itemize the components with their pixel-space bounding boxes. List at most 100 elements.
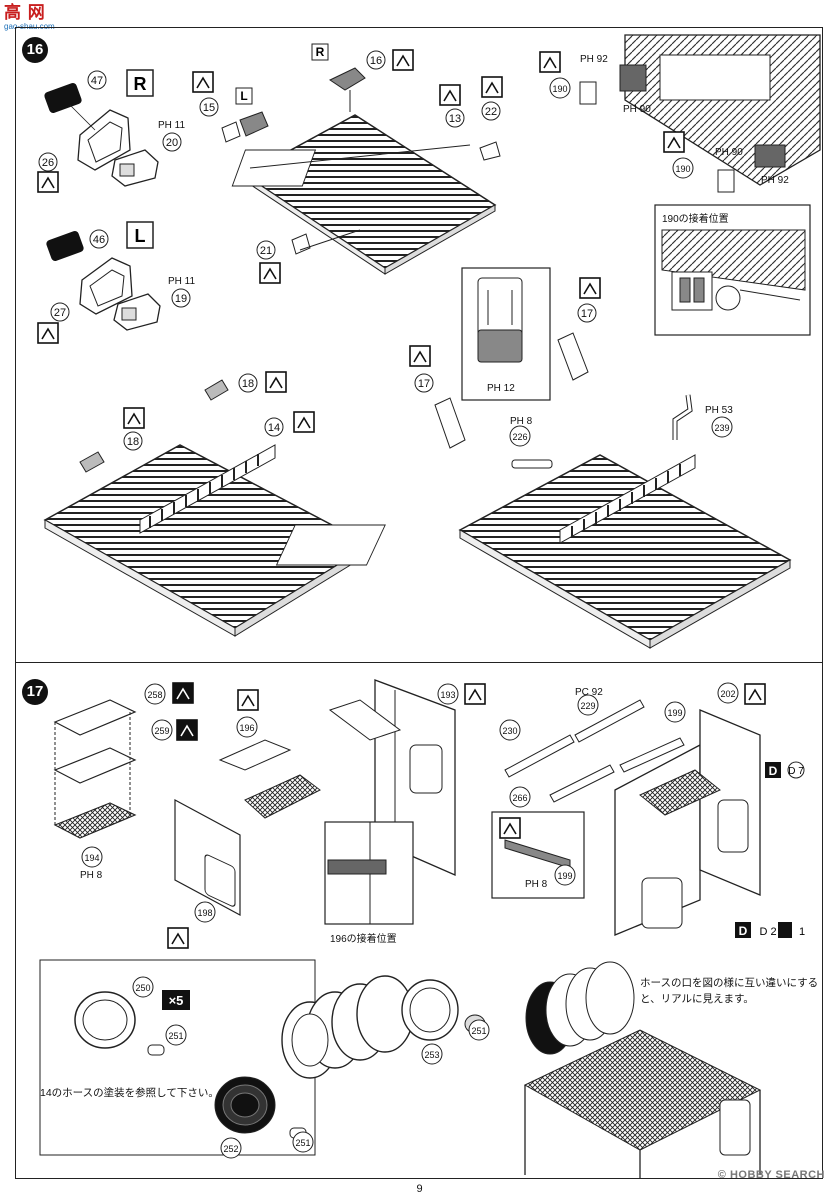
step16-group: 47 20 26 46 19 27 15 16 13 22 21 18 18 1…	[37, 34, 821, 649]
part-label: 252	[223, 1144, 238, 1154]
part-label: 239	[714, 423, 729, 433]
hose-realism-note: ホースの口を図の様に互い違いにすると、リアルに見えます。	[640, 977, 819, 1005]
lamp-assembly-left	[46, 230, 161, 331]
hose-paint-note: 14のホースの塗装を参照して下さい。	[40, 1087, 219, 1099]
step-divider	[15, 662, 823, 663]
part-label: 13	[449, 113, 461, 125]
part-label: 196	[239, 723, 254, 733]
inset-196-position	[324, 821, 414, 925]
side-panel-198	[174, 739, 321, 917]
page-number: 9	[416, 1183, 423, 1195]
cargo-deck-top	[221, 67, 501, 275]
step17-part-labels: 258 259 194 196 193 198 230 229 199 202 …	[81, 682, 739, 1159]
step16-part-labels: 47 20 26 46 19 27 15 16 13 22 21 18 18 1…	[38, 50, 733, 451]
svg-text:PH 11: PH 11	[168, 276, 195, 287]
part-label: 16	[370, 55, 382, 67]
multiplier-badge	[162, 990, 190, 1010]
cargo-deck-middle-left	[43, 379, 372, 637]
part-label: 202	[720, 689, 735, 699]
svg-text:PH 92: PH 92	[761, 175, 789, 186]
part-label: 230	[502, 726, 517, 736]
svg-text:D 2: D 2	[759, 926, 776, 938]
decal-markers: D D 7 D D 2 1	[735, 761, 805, 938]
svg-text:R: R	[316, 45, 325, 59]
svg-text:1: 1	[799, 926, 805, 938]
svg-text:PC 92: PC 92	[575, 687, 603, 698]
part-label: 199	[557, 871, 572, 881]
svg-text:PH 53: PH 53	[705, 405, 733, 416]
svg-text:L: L	[240, 89, 247, 103]
svg-text:PH 11: PH 11	[158, 120, 185, 131]
part-label: 19	[175, 293, 187, 305]
step-16-badge: 16	[22, 37, 48, 63]
part-label: 17	[581, 308, 593, 320]
site-url: gao-shau.com	[4, 22, 55, 31]
part-label: 26	[42, 157, 54, 169]
side-labels: R L L R	[126, 43, 329, 249]
site-logo: 高 网	[4, 3, 46, 22]
inset-190-caption: 190の接着位置	[662, 214, 729, 225]
hobby-search-watermark: © HOBBY SEARCH	[717, 1169, 825, 1181]
part-label: 259	[154, 726, 169, 736]
beams-group	[504, 699, 685, 803]
hose-reel-frame	[523, 961, 762, 1178]
site-watermark: 高 网 gao-shau.com	[4, 4, 84, 32]
svg-text:PH 8: PH 8	[80, 870, 103, 881]
part-label: 21	[260, 245, 272, 257]
instruction-frame	[15, 27, 823, 1179]
part-label: 258	[147, 690, 162, 700]
glue-icons-step17	[167, 682, 766, 949]
part-label: 22	[485, 106, 497, 118]
svg-text:PH 8: PH 8	[525, 879, 548, 890]
inset-196-caption: 196の接着位置	[330, 934, 397, 945]
part-label: 251	[168, 1031, 183, 1041]
svg-text:PH 12: PH 12	[487, 383, 515, 394]
svg-text:PH 90: PH 90	[715, 147, 743, 158]
part-label: 226	[512, 432, 527, 442]
svg-text:R: R	[134, 74, 147, 94]
svg-text:PH 8: PH 8	[510, 416, 533, 427]
part-label: 250	[135, 983, 150, 993]
part-label: 46	[93, 234, 105, 246]
hose-group	[39, 959, 486, 1156]
svg-text:PH 90: PH 90	[623, 104, 651, 115]
part-label: 251	[295, 1138, 310, 1148]
glue-icons-step16	[37, 49, 685, 433]
inset-190-position	[654, 204, 811, 336]
step17-paint-refs: PH 8 PC 92 PH 8	[80, 687, 603, 890]
part-label: 229	[580, 701, 595, 711]
cargo-deck-middle-right	[275, 332, 792, 649]
part-label: 47	[91, 75, 103, 87]
part-label: 17	[418, 378, 430, 390]
part-label: 199	[667, 708, 682, 718]
part-label: 251	[471, 1026, 486, 1036]
part-label: 20	[166, 137, 178, 149]
part-label: 14	[268, 422, 280, 434]
part-label: 253	[424, 1050, 439, 1060]
step16-paint-refs: PH 11 PH 11 PH 92 PH 90 PH 90 PH 92 PH 1…	[158, 54, 789, 427]
svg-text:L: L	[135, 226, 146, 246]
part-label: 266	[512, 793, 527, 803]
part-label: 190	[675, 164, 690, 174]
part-label: 198	[197, 908, 212, 918]
step-17-badge: 17	[22, 679, 48, 705]
step17-group: D D 7 D D 2 1	[39, 679, 805, 1178]
assembled-cabin	[614, 709, 761, 936]
inset-17-paint	[461, 267, 551, 401]
mesh-floor-stack	[53, 699, 137, 839]
lamp-assembly-right	[44, 82, 159, 187]
part-label: 18	[242, 378, 254, 390]
part-label: 15	[203, 102, 215, 114]
svg-text:D 7: D 7	[788, 766, 804, 777]
part-label: 27	[54, 307, 66, 319]
tread-plate-view	[579, 34, 821, 193]
part-label: 193	[440, 690, 455, 700]
part-label: 194	[84, 853, 99, 863]
svg-text:×5: ×5	[169, 993, 184, 1008]
svg-text:D: D	[739, 924, 748, 938]
part-label: 190	[552, 84, 567, 94]
svg-text:D: D	[769, 764, 778, 778]
svg-text:PH 92: PH 92	[580, 54, 608, 65]
part-label: 18	[127, 436, 139, 448]
